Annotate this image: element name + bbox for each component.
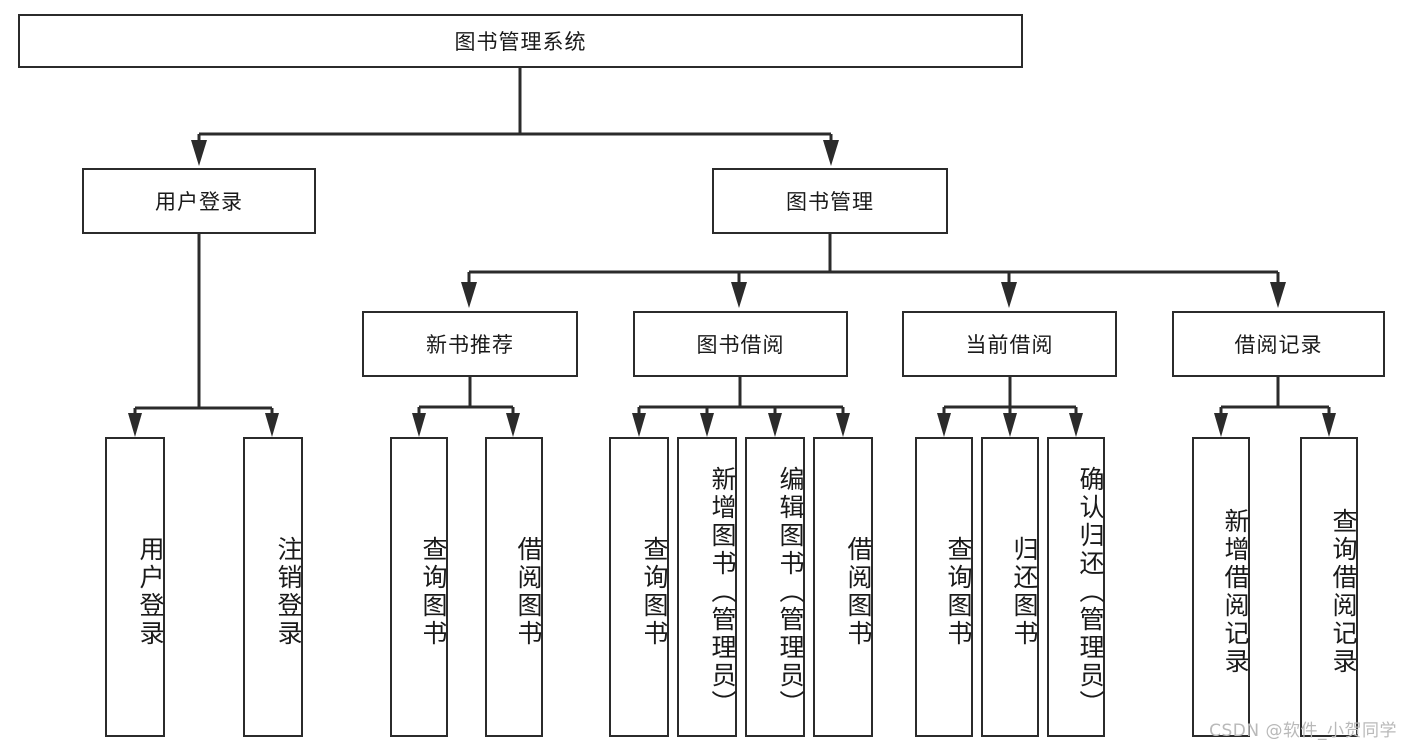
leaf-book-borrow-edit[interactable]: 编辑图书（管理员）: [745, 437, 805, 737]
leaf-current-borrow-confirm-return[interactable]: 确认归还（管理员）: [1047, 437, 1105, 737]
leaf-new-book-borrow[interactable]: 借阅图书: [485, 437, 543, 737]
leaf-borrow-record-query[interactable]: 查询借阅记录: [1300, 437, 1358, 737]
leaf-book-borrow-query[interactable]: 查询图书: [609, 437, 669, 737]
watermark: CSDN @软件_小贺同学: [1209, 721, 1397, 741]
node-current-borrow[interactable]: 当前借阅: [902, 311, 1117, 377]
leaf-user-login-logout[interactable]: 注销登录: [243, 437, 303, 737]
leaf-book-borrow-borrow[interactable]: 借阅图书: [813, 437, 873, 737]
leaf-current-borrow-return[interactable]: 归还图书: [981, 437, 1039, 737]
leaf-current-borrow-query[interactable]: 查询图书: [915, 437, 973, 737]
leaf-book-borrow-add[interactable]: 新增图书（管理员）: [677, 437, 737, 737]
node-user-login[interactable]: 用户登录: [82, 168, 316, 234]
node-new-book-recommend[interactable]: 新书推荐: [362, 311, 578, 377]
node-root-system[interactable]: 图书管理系统: [18, 14, 1023, 68]
leaf-user-login-login[interactable]: 用户登录: [105, 437, 165, 737]
node-borrow-record[interactable]: 借阅记录: [1172, 311, 1385, 377]
leaf-borrow-record-add[interactable]: 新增借阅记录: [1192, 437, 1250, 737]
node-book-management[interactable]: 图书管理: [712, 168, 948, 234]
node-book-borrow[interactable]: 图书借阅: [633, 311, 848, 377]
leaf-new-book-query[interactable]: 查询图书: [390, 437, 448, 737]
